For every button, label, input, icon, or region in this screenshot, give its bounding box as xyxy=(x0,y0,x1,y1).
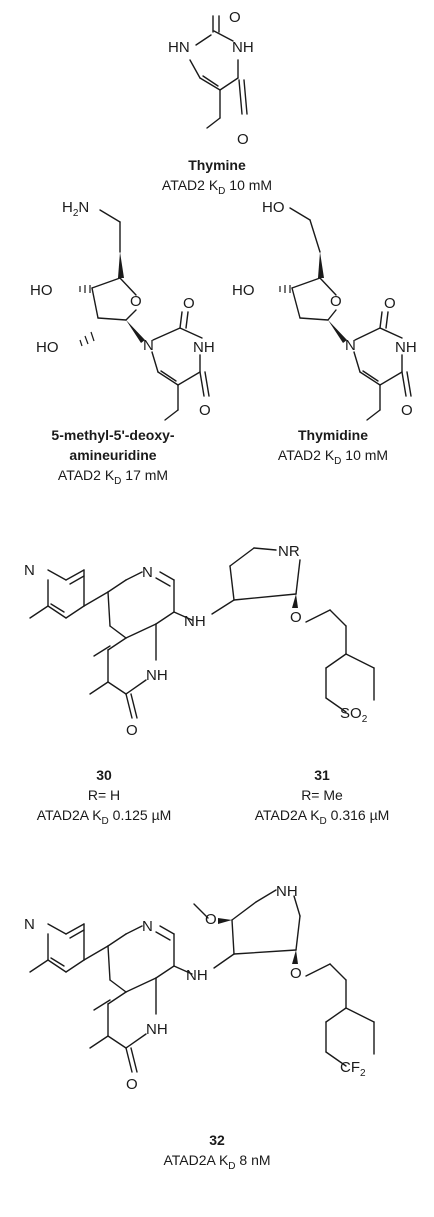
thymine-atom-o-bottom: O xyxy=(237,131,249,148)
aminouridine-atom-ho-upper: HO xyxy=(30,282,53,299)
thymine-atom-o-top: O xyxy=(229,9,241,26)
aminouridine-atom-h2n: H2N xyxy=(62,199,89,219)
thymine-bonds xyxy=(189,15,248,129)
c30-atom-piperidine-nr: NR xyxy=(278,543,300,560)
thymidine-bonds xyxy=(289,207,412,421)
compound-32-number: 32 xyxy=(209,1132,225,1148)
c30-atom-naphthyridine-n: N xyxy=(142,564,153,581)
aminouridine-structure: H2N xyxy=(30,199,215,487)
compound-32-bonds xyxy=(29,889,375,1073)
thymidine-hash-bonds xyxy=(279,285,291,293)
thymine-structure: HN O NH O Thymine ATAD2 KD 10 mM xyxy=(162,9,272,197)
aminouridine-name-line1: 5-methyl-5'-deoxy- xyxy=(51,427,174,443)
aminouridine-atom-n: N xyxy=(143,337,154,354)
thymine-atom-nh: NH xyxy=(232,39,254,56)
c32-atom-lactam-nh: NH xyxy=(146,1021,168,1038)
aminouridine-kd: ATAD2 KD 17 mM xyxy=(58,467,168,487)
c30-atom-lactam-o: O xyxy=(126,722,138,739)
thymidine-atom-n: N xyxy=(345,337,356,354)
compound-31-number: 31 xyxy=(314,767,330,783)
aminouridine-atom-o-ring: O xyxy=(130,293,142,310)
aminouridine-atom-o-top: O xyxy=(183,295,195,312)
compound-31-r-group: R= Me xyxy=(301,787,343,803)
c32-atom-pyridine-n: N xyxy=(24,916,35,933)
thymine-kd: ATAD2 KD 10 mM xyxy=(162,177,272,197)
thymine-name: Thymine xyxy=(188,157,246,173)
c30-atom-pyridine-n: N xyxy=(24,562,35,579)
c32-atom-cf2: CF2 xyxy=(340,1059,366,1079)
c32-atom-lactam-o: O xyxy=(126,1076,138,1093)
c30-atom-lactam-nh: NH xyxy=(146,667,168,684)
compound-30-number: 30 xyxy=(96,767,112,783)
aminouridine-name-line2: amineuridine xyxy=(69,447,156,463)
c32-atom-methoxy-o: O xyxy=(205,911,217,928)
thymidine-atom-o-top: O xyxy=(384,295,396,312)
compound-32-structure: N N NH O NH NH O O CF2 32 ATAD2A KD 8 nM xyxy=(24,883,375,1172)
aminouridine-atom-o-bottom: O xyxy=(199,402,211,419)
compound-30-r-group: R= H xyxy=(88,787,120,803)
thymidine-kd: ATAD2 KD 10 mM xyxy=(278,447,388,467)
c32-atom-ether-o: O xyxy=(290,965,302,982)
aminouridine-hash-bonds xyxy=(79,285,95,347)
aminouridine-atom-nh: NH xyxy=(193,339,215,356)
c30-atom-ether-o: O xyxy=(290,609,302,626)
thymidine-atom-ho-ring: HO xyxy=(232,282,255,299)
c32-atom-naphthyridine-n: N xyxy=(142,918,153,935)
compound-32-kd: ATAD2A KD 8 nM xyxy=(163,1152,270,1172)
thymine-atom-hn: HN xyxy=(168,39,190,56)
c32-atom-piperidine-nh: NH xyxy=(276,883,298,900)
aminouridine-atom-ho-lower: HO xyxy=(36,339,59,356)
thymidine-name: Thymidine xyxy=(298,427,368,443)
compound-31-kd: ATAD2A KD 0.316 µM xyxy=(255,807,390,827)
thymidine-atom-o-ring: O xyxy=(330,293,342,310)
thymidine-atom-ho-top: HO xyxy=(262,199,285,216)
compound-30-31-bonds xyxy=(29,547,375,719)
thymidine-atom-nh: NH xyxy=(395,339,417,356)
c30-atom-link-nh: NH xyxy=(184,613,206,630)
thymidine-structure: HO xyxy=(232,199,417,467)
compound-30-31-structure: N N NH O NH NR O SO2 30 R= H ATAD2A KD 0… xyxy=(24,543,389,827)
thymidine-atom-o-bottom: O xyxy=(401,402,413,419)
c32-atom-link-nh: NH xyxy=(186,967,208,984)
compound-30-kd: ATAD2A KD 0.125 µM xyxy=(37,807,172,827)
aminouridine-bonds xyxy=(91,209,210,421)
c30-atom-so2: SO2 xyxy=(340,705,368,725)
